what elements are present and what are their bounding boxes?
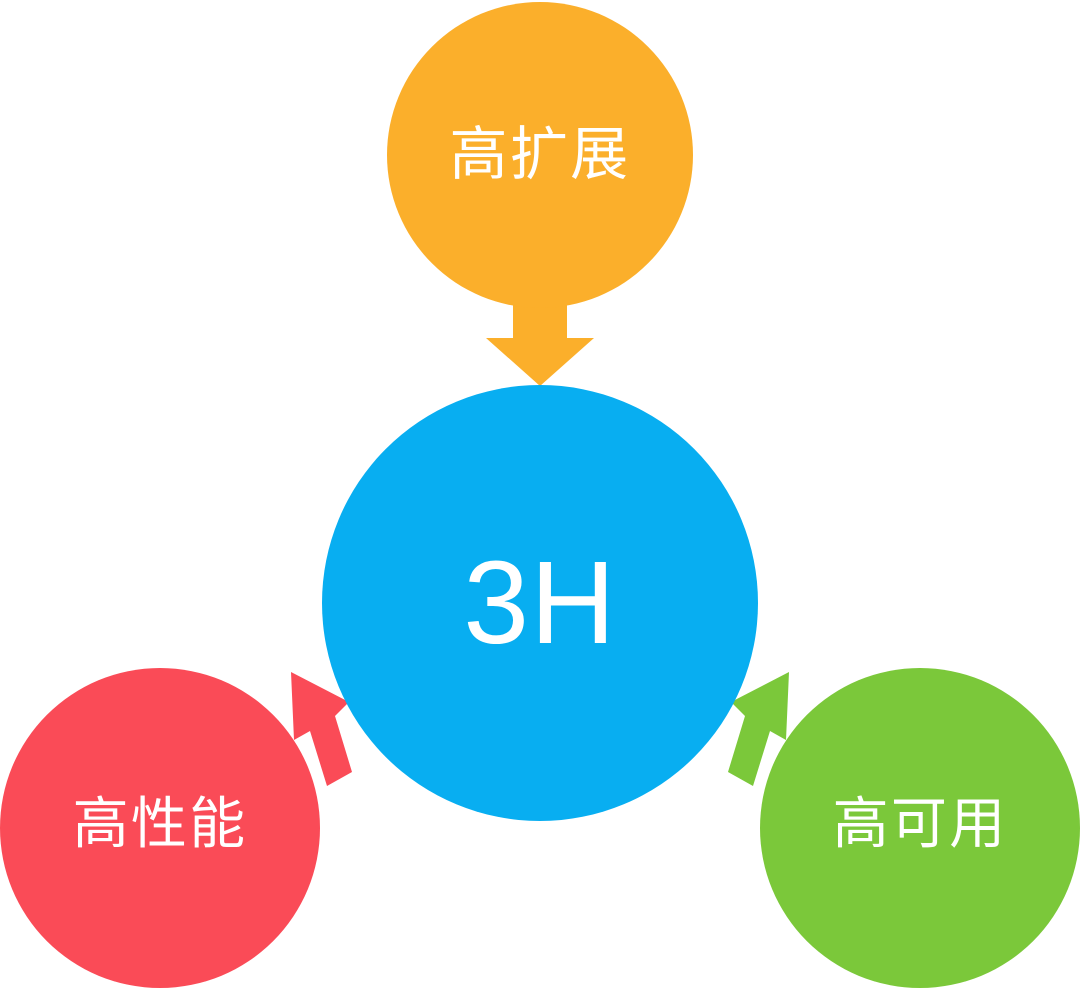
node-core[interactable]: 3H (322, 385, 758, 821)
node-performance[interactable]: 高性能 (0, 668, 320, 988)
node-availability-label: 高可用 (832, 792, 1008, 855)
arrow-scalability[interactable] (490, 305, 590, 387)
node-scalability[interactable]: 高扩展 (387, 2, 693, 308)
node-availability[interactable]: 高可用 (760, 668, 1080, 988)
node-performance-label: 高性能 (72, 792, 248, 855)
node-core-label: 3H (463, 537, 617, 669)
node-scalability-label: 高扩展 (449, 122, 631, 187)
